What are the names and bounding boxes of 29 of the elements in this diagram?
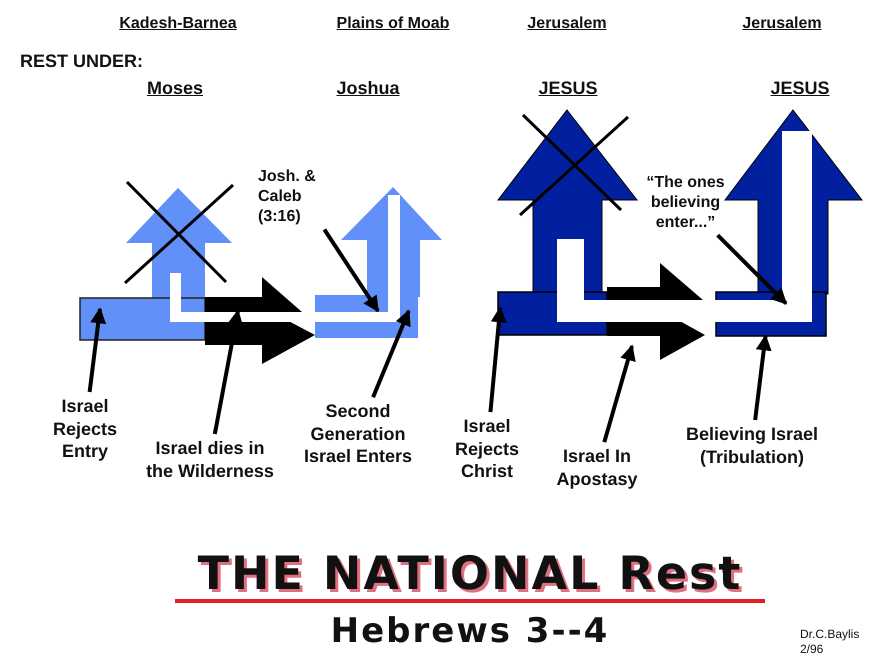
date-note: 2/96 — [800, 642, 824, 656]
leader-line — [212, 309, 244, 434]
leader-line — [602, 344, 636, 443]
leader-line — [488, 306, 507, 412]
slide-subtitle: Hebrews 3--4 — [330, 612, 610, 652]
entry-path-strip — [557, 131, 812, 322]
place-heading: Kadesh-Barnea — [118, 14, 238, 34]
leader-line — [322, 228, 380, 312]
callout-text: Israel Rejects Entry — [35, 395, 135, 462]
leader-line — [753, 334, 772, 420]
slide-title: THE NATIONAL Rest — [175, 548, 765, 603]
place-heading: Jerusalem — [741, 14, 823, 34]
leader-line — [371, 309, 411, 398]
leader-line — [88, 307, 106, 392]
leader-name: JESUS — [537, 77, 599, 100]
author-note: Dr.C.Baylis — [800, 627, 860, 642]
row-heading: REST UNDER: — [20, 50, 144, 72]
callout-text: Josh. & Caleb (3:16) — [258, 167, 348, 227]
house-shape — [126, 188, 232, 300]
callout-text: Believing Israel (Tribulation) — [672, 423, 832, 468]
callout-text: “The ones believing enter...” — [628, 173, 743, 233]
leader-name: Moses — [146, 77, 204, 100]
leader-line — [716, 234, 788, 305]
place-heading: Plains of Moab — [336, 14, 450, 34]
place-heading: Jerusalem — [526, 14, 608, 34]
leader-name: Joshua — [335, 77, 401, 100]
leader-name: JESUS — [769, 77, 831, 100]
callout-text: Second Generation Israel Enters — [298, 400, 418, 468]
callout-text: Israel dies in the Wilderness — [145, 437, 275, 482]
